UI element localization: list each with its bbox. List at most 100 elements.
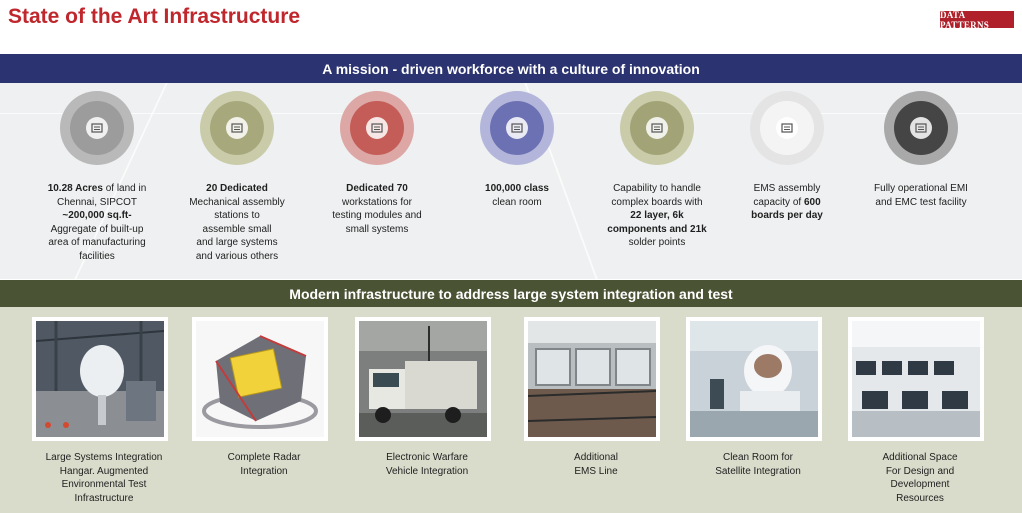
caption-line: Complete Radar <box>227 452 301 463</box>
feature-ring <box>620 91 694 165</box>
feature-line: Dedicated 70 <box>312 182 442 196</box>
feature-text: and EMC test facility <box>875 196 967 208</box>
caption-line: Additional <box>574 452 618 463</box>
feature-line: components and 21k <box>592 223 722 237</box>
feature-disc <box>70 101 124 155</box>
feature-line: Chennai, SIPCOT <box>32 196 162 210</box>
feature-line: 10.28 Acres of land in <box>32 182 162 196</box>
caption-line: Integration <box>240 465 288 477</box>
caption-line: Additional Space <box>882 452 958 463</box>
feature-card: 100,000 class clean room <box>452 83 582 279</box>
feature-ring <box>340 91 414 165</box>
feature-line: solder points <box>592 236 722 250</box>
feature-text: small systems <box>345 223 409 235</box>
feature-line: capacity of 600 <box>722 196 852 210</box>
feature-line: 20 Dedicated <box>172 182 302 196</box>
feature-text: facilities <box>79 250 115 262</box>
caption-line: Development <box>890 479 950 490</box>
feature-text: Aggregate of built-up <box>50 223 144 235</box>
land-icon <box>86 117 108 139</box>
feature-highlight: ~200,000 sq.ft- <box>62 210 132 221</box>
feature-line: Aggregate of built-up <box>32 223 162 237</box>
satellite-clean-room-photo <box>686 317 822 441</box>
clean-room-icon <box>506 117 528 139</box>
feature-line: complex boards with <box>592 196 722 210</box>
feature-card: Dedicated 70 workstations for testing modu… <box>312 83 442 279</box>
feature-line: and large systems <box>172 236 302 250</box>
workstation-icon <box>366 117 388 139</box>
feature-line: boards per day <box>722 209 852 223</box>
feature-disc <box>350 101 404 155</box>
feature-text: stations to <box>214 210 260 221</box>
feature-text: solder points <box>628 237 686 248</box>
feature-disc <box>210 101 264 155</box>
feature-line: Fully operational EMI <box>856 182 986 196</box>
page-title: State of the Art Infrastructure <box>8 5 301 28</box>
feature-line: assemble small <box>172 223 302 237</box>
feature-ring <box>200 91 274 165</box>
feature-line: workstations for <box>312 196 442 210</box>
feature-text: area of manufacturing <box>48 237 146 248</box>
radar-photo <box>192 317 328 441</box>
ems-gears-icon <box>776 117 798 139</box>
feature-text: complex boards with <box>611 196 703 208</box>
caption-line: Clean Room for <box>722 452 794 463</box>
feature-highlight: Dedicated 70 <box>346 183 408 194</box>
caption-line: Infrastructure <box>74 492 134 504</box>
feature-line: facilities <box>32 250 162 264</box>
feature-text: Chennai, SIPCOT <box>56 196 138 208</box>
feature-text: Mechanical assembly <box>189 196 285 208</box>
company-logo: DATA PATTERNS <box>940 10 1014 30</box>
feature-highlight: 10.28 Acres <box>47 183 103 194</box>
vehicle-photo <box>355 317 491 441</box>
caption-line: EMS Line <box>574 465 618 477</box>
caption-line: Electronic Warfare <box>386 452 468 463</box>
feature-ring <box>884 91 958 165</box>
assembly-icon <box>226 117 248 139</box>
caption-line: Satellite Integration <box>715 465 801 477</box>
design-space-photo <box>848 317 984 441</box>
feature-text: workstations for <box>341 196 413 208</box>
caption-line: Large Systems Integration <box>45 452 163 463</box>
mission-banner: A mission - driven workforce with a cult… <box>0 54 1022 83</box>
feature-line: stations to <box>172 209 302 223</box>
feature-description: 100,000 class clean room <box>452 182 582 209</box>
feature-ring <box>750 91 824 165</box>
feature-description: Dedicated 70 workstations for testing modu… <box>312 182 442 236</box>
hangar-photo <box>32 317 168 441</box>
feature-text: of land in <box>102 183 147 194</box>
feature-highlight: 100,000 class <box>485 183 549 194</box>
feature-line: EMS assembly <box>722 182 852 196</box>
feature-text: testing modules and <box>332 210 422 221</box>
feature-text: clean room <box>492 196 542 208</box>
feature-disc <box>630 101 684 155</box>
feature-highlight: components and 21k <box>607 223 707 235</box>
feature-line: Capability to handle <box>592 182 722 196</box>
caption-line: Environmental Test <box>61 479 147 490</box>
feature-disc <box>894 101 948 155</box>
caption-line: Resources <box>896 492 944 504</box>
feature-highlight: boards per day <box>751 210 823 221</box>
feature-ring <box>60 91 134 165</box>
feature-text: and large systems <box>196 237 278 248</box>
caption-line: For Design and <box>885 465 955 477</box>
feature-line: and various others <box>172 250 302 264</box>
feature-highlight: 20 Dedicated <box>206 183 268 194</box>
feature-line: testing modules and <box>312 209 442 223</box>
caption-line: Hangar. Augmented <box>59 465 149 477</box>
feature-highlight: 22 layer, 6k <box>630 210 684 221</box>
feature-line: area of manufacturing <box>32 236 162 250</box>
